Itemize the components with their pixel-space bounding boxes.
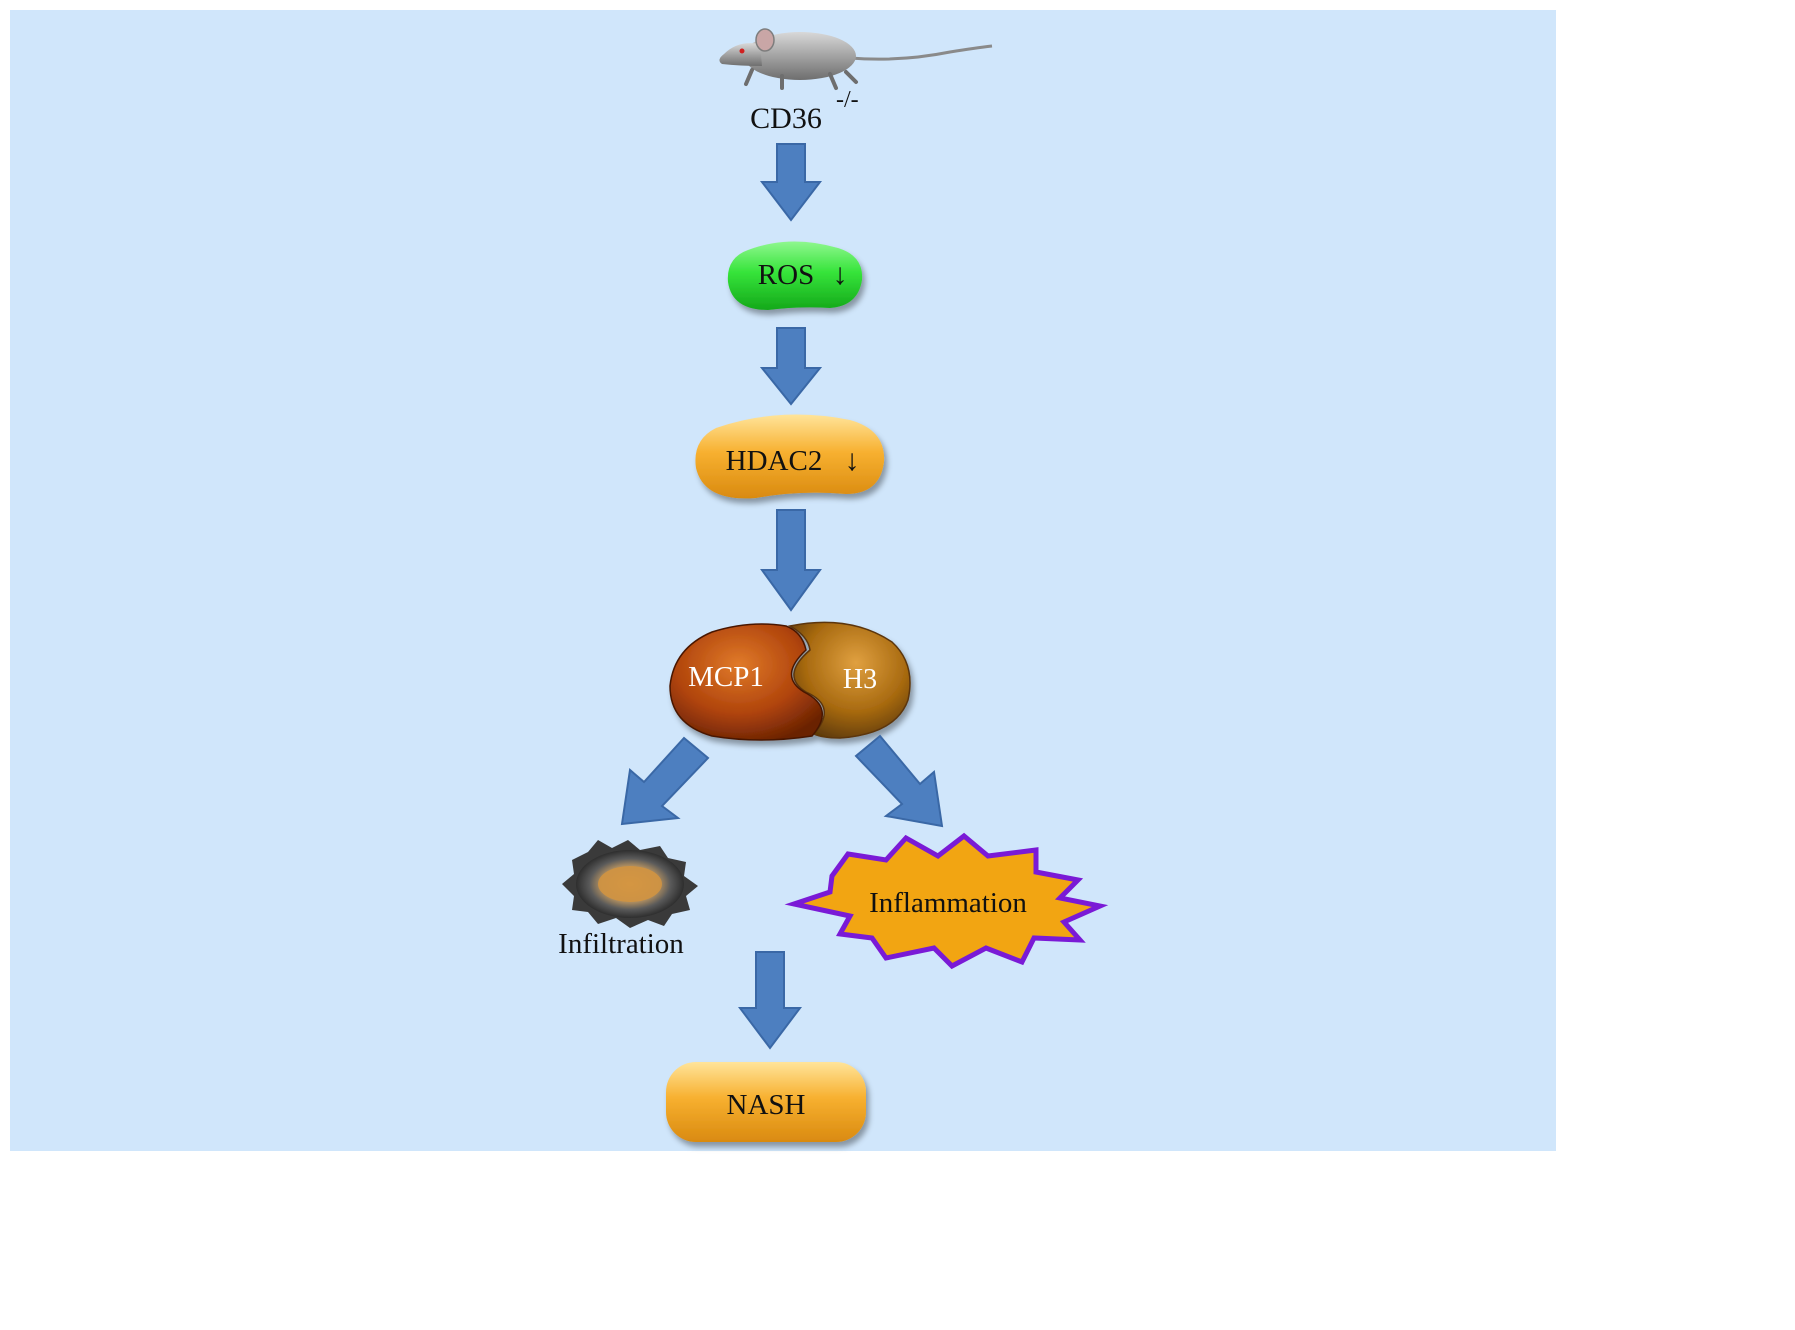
nash-node xyxy=(666,1062,866,1142)
h3-node xyxy=(787,621,911,739)
ros-label: ROS xyxy=(758,259,814,291)
infiltration-label: Infiltration xyxy=(558,928,684,960)
ros-down-arrow: ↓ xyxy=(833,258,848,291)
arrow-complex-to-inflammation xyxy=(854,734,944,828)
cd36-label: CD36 xyxy=(750,102,822,135)
hdac2-label: HDAC2 xyxy=(726,445,823,477)
ros-node xyxy=(727,241,863,310)
nash-label: NASH xyxy=(727,1089,806,1121)
inflammation-node xyxy=(784,832,1109,970)
mouse-icon xyxy=(719,28,993,90)
arrow-ros-to-hdac2 xyxy=(759,327,823,406)
cd36-superscript: -/- xyxy=(836,87,859,113)
arrow-cd36-to-ros xyxy=(759,143,823,222)
h3-label: H3 xyxy=(843,664,877,695)
hdac2-down-arrow: ↓ xyxy=(845,444,860,477)
arrow-hdac2-to-complex xyxy=(760,509,822,612)
arrow-to-nash xyxy=(738,951,802,1050)
mcp1-node xyxy=(669,623,823,741)
mcp1-label: MCP1 xyxy=(688,661,764,693)
mcp1-h3-complex xyxy=(669,621,911,741)
hdac2-node xyxy=(695,414,885,499)
arrow-complex-to-infiltration xyxy=(620,736,710,826)
cell-icon xyxy=(562,840,698,928)
inflammation-label: Inflammation xyxy=(869,887,1027,919)
pathway-diagram: CD36 -/- ROS ↓ HDAC2 ↓ MCP1 H3 Infiltrat… xyxy=(558,28,1109,1142)
